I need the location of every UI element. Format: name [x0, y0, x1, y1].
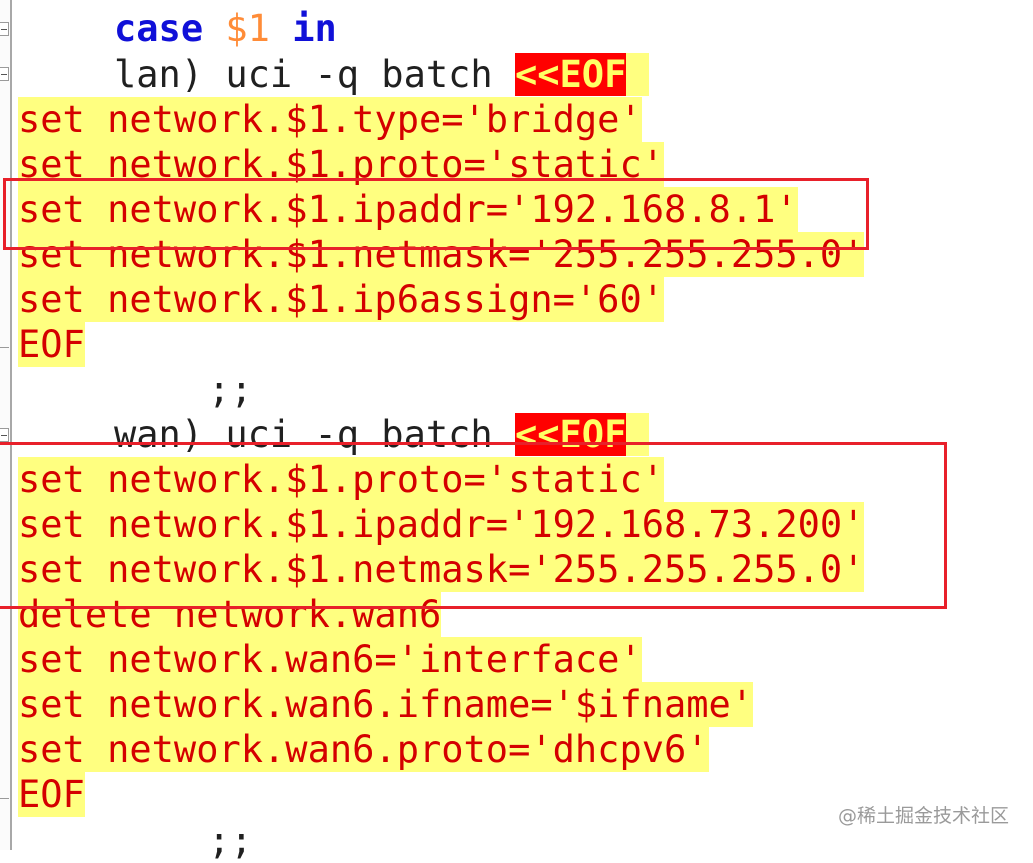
- code-line: set network.$1.proto='static': [18, 457, 665, 502]
- code-line: set network.wan6.proto='dhcpv6': [18, 727, 709, 772]
- fold-end-marker: [0, 798, 9, 799]
- keyword-case: case: [114, 7, 204, 50]
- fold-toggle-icon[interactable]: [0, 22, 9, 36]
- code-line: set network.$1.netmask='255.255.255.0': [18, 232, 865, 277]
- annotation-box-lan-ipaddr: [3, 178, 869, 250]
- code-line: set network.$1.ip6assign='60': [18, 277, 665, 322]
- heredoc-marker: <<EOF: [514, 53, 627, 96]
- heredoc-marker: <<EOF: [514, 413, 627, 456]
- code-line: set network.$1.type='bridge': [18, 97, 642, 142]
- code-line: set network.$1.ipaddr='192.168.8.1': [18, 187, 798, 232]
- lan-branch-command: lan) uci -q batch: [114, 53, 515, 96]
- watermark: @稀土掘金技术社区: [837, 805, 1009, 827]
- heredoc-end: EOF: [18, 322, 85, 367]
- fold-toggle-icon[interactable]: [0, 67, 9, 81]
- code-line-lan-header: lan) uci -q batch <<EOF: [114, 52, 649, 97]
- variable-positional: $1: [225, 7, 270, 50]
- highlight-tail: [626, 53, 649, 96]
- highlight-tail: [626, 413, 649, 456]
- fold-toggle-icon[interactable]: [0, 428, 9, 442]
- case-separator: ;;: [208, 819, 253, 862]
- fold-end-marker: [0, 347, 9, 348]
- code-line: set network.wan6.ifname='$ifname': [18, 682, 754, 727]
- keyword-in: in: [292, 7, 337, 50]
- code-line-case: case $1 in: [114, 6, 337, 51]
- annotation-box-wan-settings: [0, 442, 947, 609]
- fold-gutter: [0, 0, 12, 850]
- case-separator: ;;: [208, 368, 253, 411]
- wan-branch-command: wan) uci -q batch: [114, 413, 515, 456]
- code-line: set network.wan6='interface': [18, 637, 642, 682]
- heredoc-end: EOF: [18, 772, 85, 817]
- code-line: set network.$1.ipaddr='192.168.73.200': [18, 502, 865, 547]
- code-line-wan-header: wan) uci -q batch <<EOF: [114, 412, 649, 457]
- code-line: set network.$1.netmask='255.255.255.0': [18, 547, 865, 592]
- code-line: delete network.wan6: [18, 592, 442, 637]
